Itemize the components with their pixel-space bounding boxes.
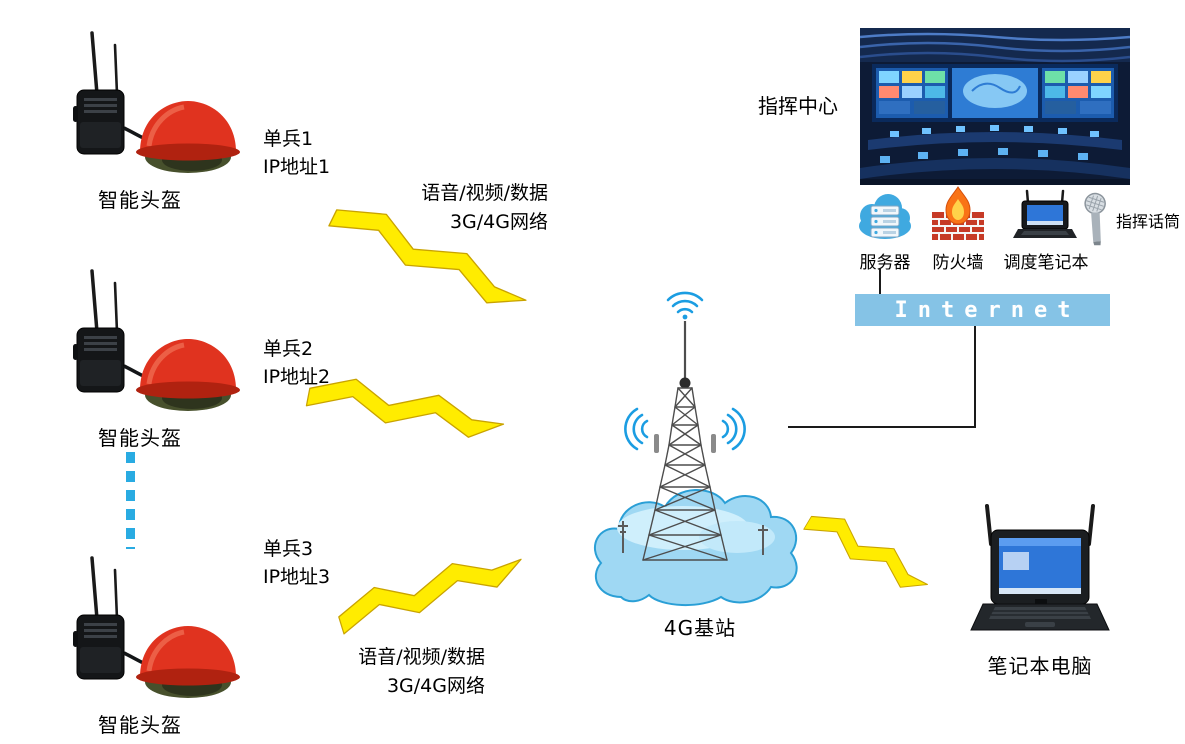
soldier-name: 单兵2 (263, 338, 314, 360)
connector-internet-down (974, 326, 976, 427)
connector-server-internet (879, 268, 881, 294)
firewall-label: 防火墙 (932, 253, 984, 273)
soldier-unit-1: 智能头盔 (40, 30, 240, 213)
dispatch-laptop-item: 调度笔记本 (998, 188, 1094, 273)
command-center-label: 指挥中心 (758, 94, 838, 118)
soldier-name: 单兵1 (263, 128, 314, 150)
base-station-label: 4G基站 (663, 616, 737, 640)
dispatch-laptop-label: 调度笔记本 (1003, 253, 1089, 273)
note-line: 语音/视频/数据 (358, 646, 485, 668)
microphone-label: 指挥话筒 (1116, 212, 1181, 231)
smart-helmet-icon (40, 268, 240, 418)
lightning-link-icon (330, 542, 534, 652)
soldier-2-label: 单兵2 IP地址2 (263, 336, 330, 391)
internet-bar: Internet (855, 294, 1110, 326)
field-laptop-label: 笔记本电脑 (987, 654, 1093, 678)
small-antenna-icon (618, 521, 628, 553)
link-note-top: 语音/视频/数据 3G/4G网络 (398, 179, 548, 236)
firewall-icon (932, 186, 984, 240)
command-center-photo (860, 28, 1130, 185)
smart-helmet-icon (40, 555, 240, 705)
soldier-ip: IP地址1 (263, 155, 331, 178)
server-label: 服务器 (859, 253, 911, 273)
soldier-ip: IP地址3 (263, 565, 331, 588)
wifi-signal-icon (624, 291, 746, 451)
smart-helmet-icon (40, 30, 240, 180)
firewall-item: 防火墙 (922, 186, 994, 273)
server-item: 服务器 (846, 186, 924, 273)
helmet-label: 智能头盔 (98, 188, 182, 212)
link-note-bottom: 语音/视频/数据 3G/4G网络 (340, 643, 485, 700)
lightning-link-icon (300, 369, 509, 462)
note-line: 语音/视频/数据 (421, 182, 548, 204)
soldier-3-label: 单兵3 IP地址3 (263, 536, 330, 591)
soldier-unit-3: 智能头盔 (40, 555, 240, 738)
dispatch-laptop-icon (1013, 189, 1077, 238)
soldier-ip: IP地址2 (263, 365, 331, 388)
base-station-icon (594, 291, 798, 607)
helmet-label: 智能头盔 (98, 426, 182, 450)
note-line: 3G/4G网络 (449, 210, 548, 233)
lightning-link-icon (794, 501, 936, 612)
small-antenna-icon (758, 525, 768, 555)
note-line: 3G/4G网络 (386, 674, 485, 697)
server-icon (859, 194, 911, 239)
field-laptop-icon (970, 504, 1110, 631)
more-units-dashed-line (126, 452, 135, 549)
lattice-tower-icon (642, 387, 728, 561)
soldier-1-label: 单兵1 IP地址1 (263, 126, 330, 181)
microphone-icon (1084, 192, 1106, 246)
connector-internet-basestation (788, 426, 976, 428)
soldier-name: 单兵3 (263, 538, 314, 560)
soldier-unit-2: 智能头盔 (40, 268, 240, 451)
helmet-label: 智能头盔 (98, 713, 182, 737)
microphone-item: 指挥话筒 (1074, 192, 1180, 248)
